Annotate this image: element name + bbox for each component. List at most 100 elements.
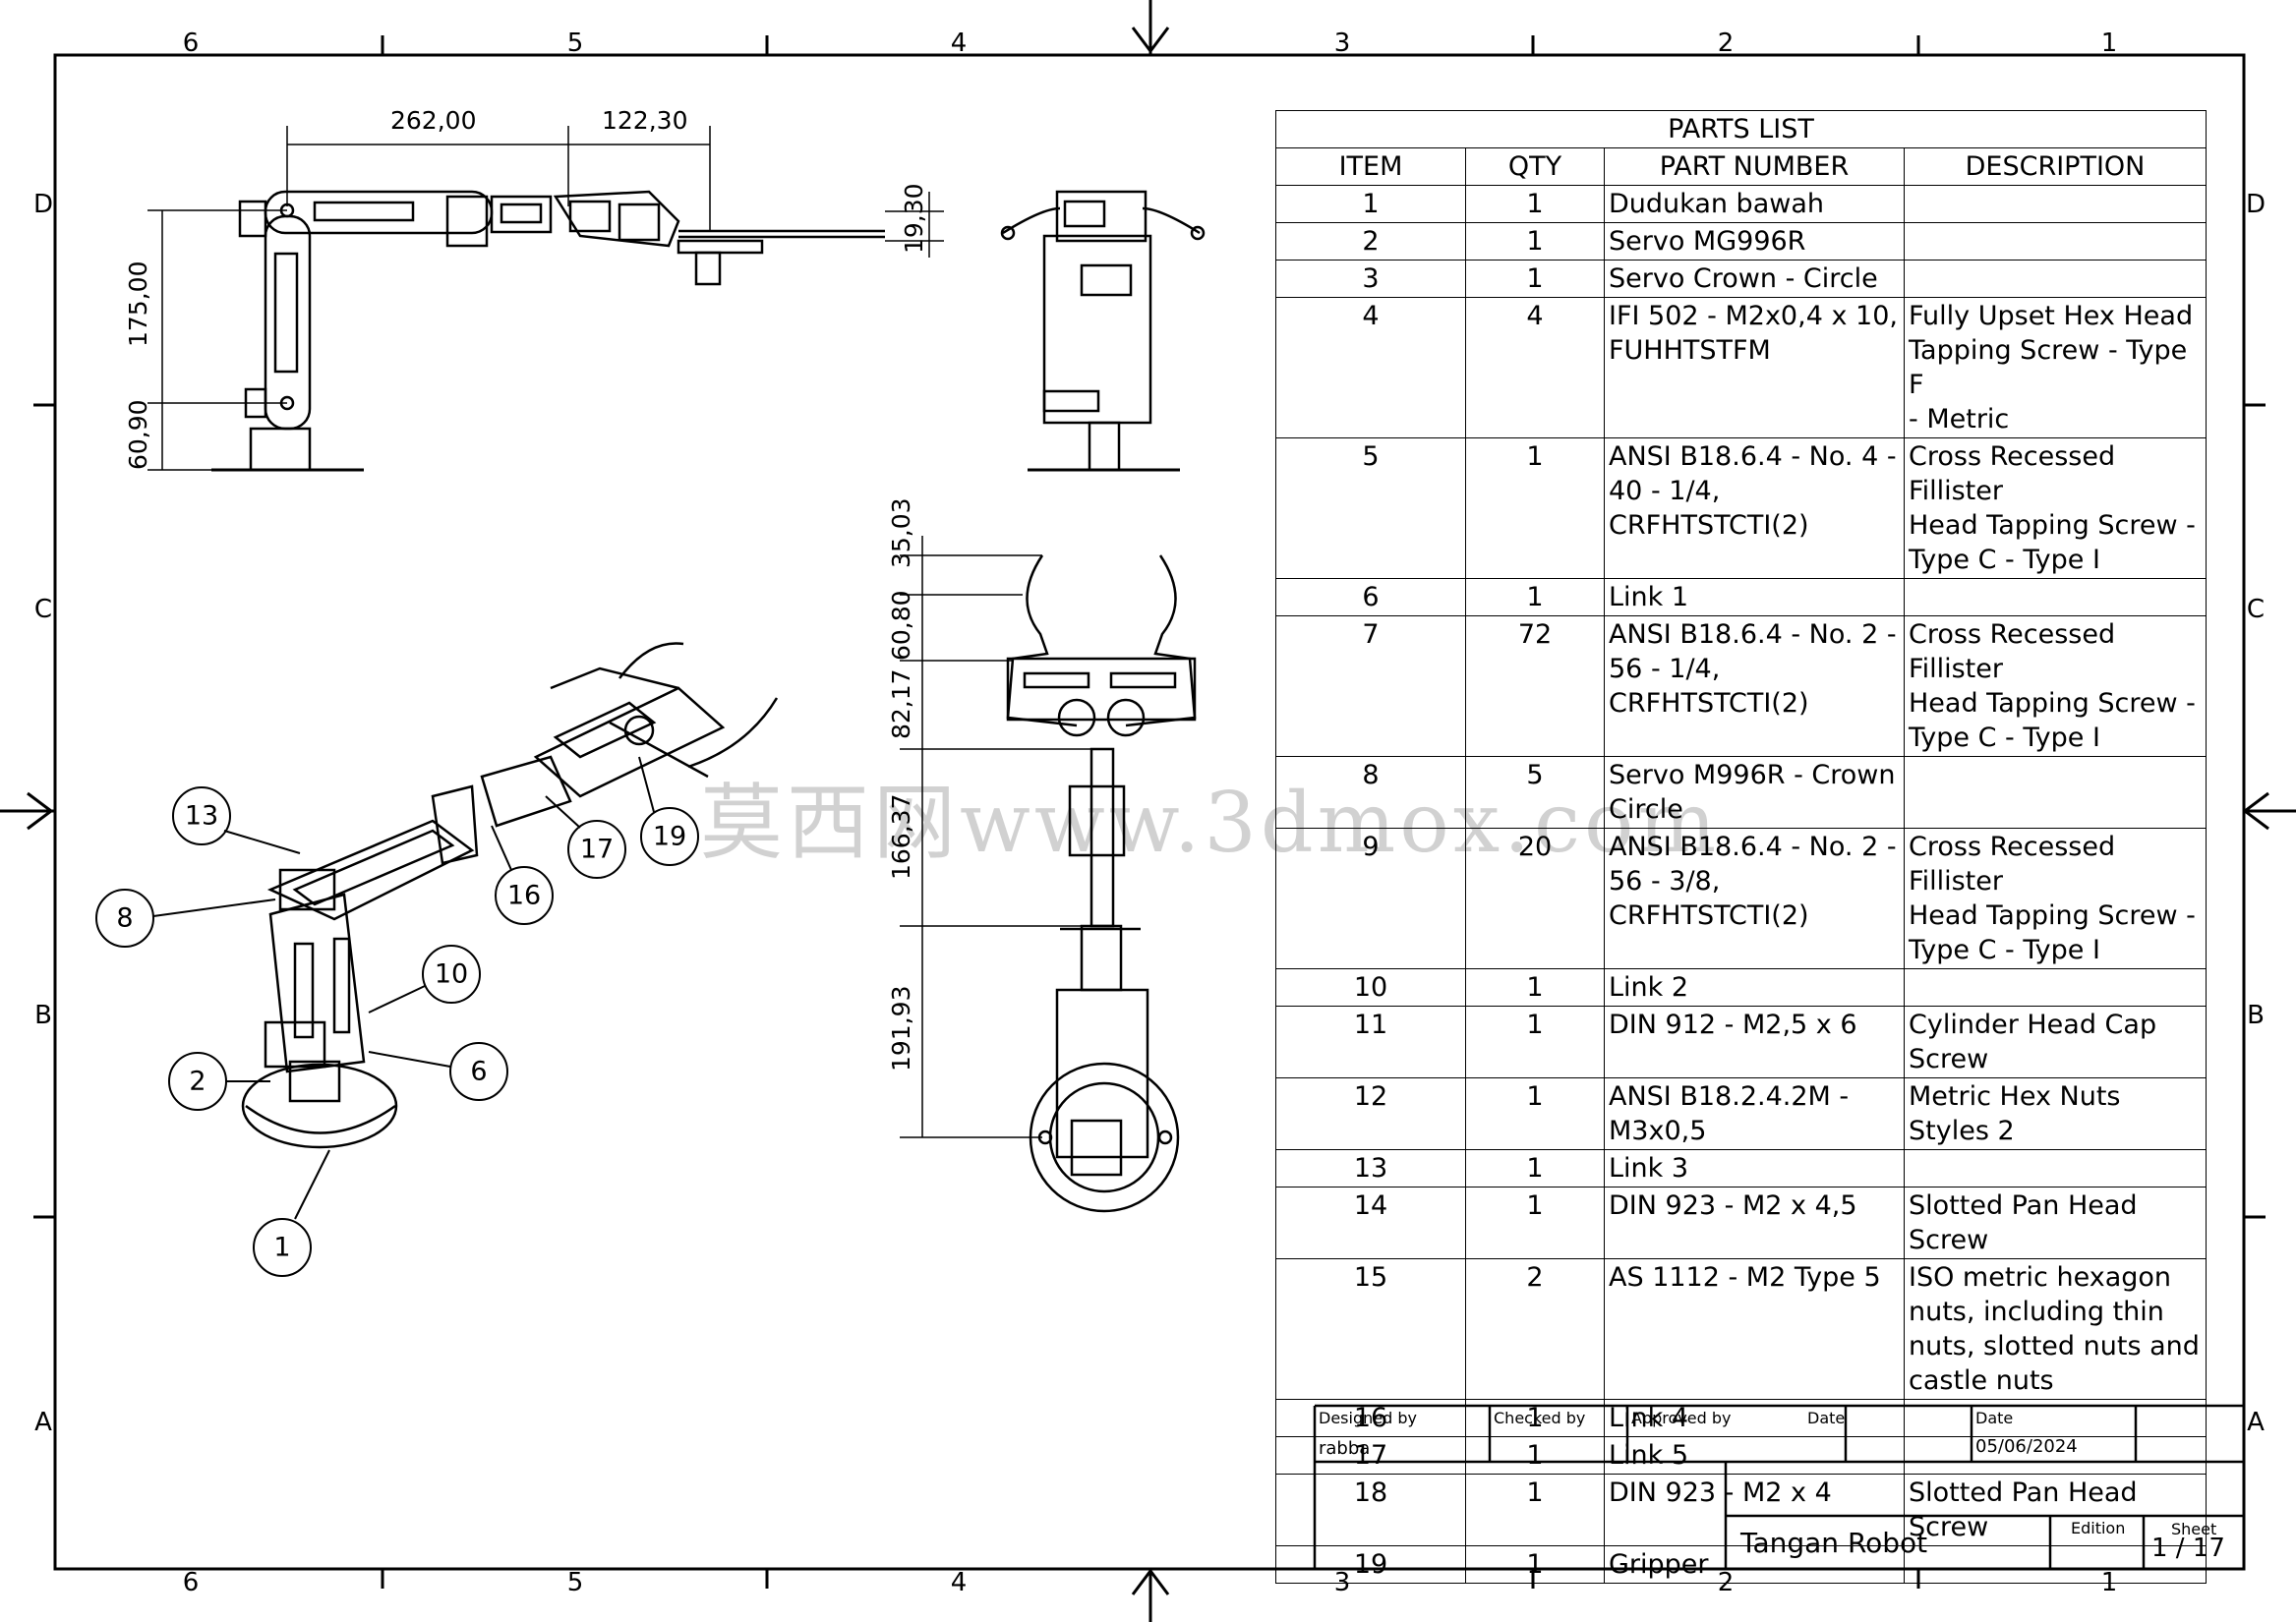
zone-col-1-top: 1 [2100,29,2118,58]
header-part-number: PART NUMBER [1604,147,1905,186]
cell-description [1904,756,2207,829]
cell-item: 9 [1275,828,1466,969]
cell-qty: 1 [1465,1006,1605,1078]
cell-qty: 4 [1465,297,1605,438]
cell-qty: 2 [1465,1258,1605,1400]
balloon-17: 17 [579,834,615,865]
balloon-2: 2 [189,1066,206,1097]
cell-part-number: ANSI B18.6.4 - No. 2 - 56 - 1/4, CRFHTST… [1604,615,1905,757]
date-value: 05/06/2024 [1975,1436,2078,1457]
cell-part-number: Link 1 [1604,578,1905,616]
rear-view-drawing [1006,554,1197,1213]
cell-item: 13 [1275,1149,1466,1188]
cell-qty: 5 [1465,756,1605,829]
cell-qty: 1 [1465,968,1605,1007]
cell-description [1904,1399,2207,1437]
dimension-175: 175,00 [124,261,152,347]
cell-item: 6 [1275,578,1466,616]
cell-item: 3 [1275,260,1466,298]
cell-part-number: Dudukan bawah [1604,185,1905,223]
header-description: DESCRIPTION [1904,147,2207,186]
cell-description: Fully Upset Hex Head Tapping Screw - Typ… [1904,297,2207,438]
cell-item: 7 [1275,615,1466,757]
header-qty: QTY [1465,147,1605,186]
zone-row-b-left: B [34,1001,52,1030]
cell-item: 2 [1275,222,1466,261]
balloon-19: 19 [652,821,687,852]
cell-description: Cross Recessed Fillister Head Tapping Sc… [1904,828,2207,969]
cell-description [1904,1545,2207,1584]
designed-by-label: Designed by [1319,1409,1417,1427]
cell-part-number: Gripper [1604,1545,1905,1584]
cell-description [1904,578,2207,616]
cell-qty: 1 [1465,260,1605,298]
cell-item: 12 [1275,1077,1466,1150]
date-label-approval: Date [1807,1409,1846,1427]
zone-row-d-right: D [2245,190,2267,219]
cell-qty: 1 [1465,1077,1605,1150]
cell-description: Cross Recessed Fillister Head Tapping Sc… [1904,615,2207,757]
front-view-drawing [211,190,885,472]
cell-item: 17 [1275,1436,1466,1475]
dimension-262: 262,00 [390,106,477,135]
balloon-16: 16 [506,880,542,911]
isometric-view-drawing [241,642,779,1149]
cell-part-number: DIN 923 - M2 x 4 [1604,1474,1905,1546]
balloon-6: 6 [470,1056,488,1087]
sheet-label: Sheet [2171,1520,2217,1538]
cell-part-number: DIN 923 - M2 x 4,5 [1604,1187,1905,1259]
cell-qty: 1 [1465,1187,1605,1259]
dimension-60-80: 60,80 [887,590,915,661]
cell-description: Slotted Pan Head Screw [1904,1474,2207,1546]
cell-item: 4 [1275,297,1466,438]
cell-qty: 1 [1465,437,1605,579]
balloon-10: 10 [434,958,469,990]
dimension-82: 82,17 [887,668,915,739]
balloon-1: 1 [273,1232,291,1263]
approved-by-label: Approved by [1631,1409,1732,1427]
cell-part-number: Servo MG996R [1604,222,1905,261]
cell-part-number: DIN 912 - M2,5 x 6 [1604,1006,1905,1078]
cell-qty: 72 [1465,615,1605,757]
cell-description: ISO metric hexagon nuts, including thin … [1904,1258,2207,1400]
dimension-35: 35,03 [887,497,915,568]
cell-part-number: Link 2 [1604,968,1905,1007]
drawing-title: Tangan Robot [1740,1527,1928,1559]
dimension-191: 191,93 [887,985,915,1072]
cell-qty: 1 [1465,578,1605,616]
cell-part-number: ANSI B18.6.4 - No. 2 - 56 - 3/8, CRFHTST… [1604,828,1905,969]
cell-part-number: Link 5 [1604,1436,1905,1475]
side-view-drawing [1000,190,1206,472]
designed-by-value: rabba [1319,1438,1371,1459]
cell-item: 5 [1275,437,1466,579]
dimension-19: 19,30 [900,183,928,254]
cell-item: 18 [1275,1474,1466,1546]
checked-by-label: Checked by [1494,1409,1586,1427]
cell-item: 14 [1275,1187,1466,1259]
zone-row-a-left: A [34,1408,52,1437]
cell-item: 1 [1275,185,1466,223]
cell-description: Slotted Pan Head Screw [1904,1187,2207,1259]
cell-description: Metric Hex Nuts Styles 2 [1904,1077,2207,1150]
cell-item: 19 [1275,1545,1466,1584]
zone-col-6-bottom: 6 [182,1568,200,1597]
zone-col-3-top: 3 [1333,29,1351,58]
cell-part-number: IFI 502 - M2x0,4 x 10, FUHHTSTFM [1604,297,1905,438]
cell-part-number: ANSI B18.6.4 - No. 4 - 40 - 1/4, CRFHTST… [1604,437,1905,579]
balloon-13: 13 [184,800,219,832]
cell-qty: 1 [1465,1436,1605,1475]
cell-item: 11 [1275,1006,1466,1078]
cell-part-number: Servo Crown - Circle [1604,260,1905,298]
parts-list-table: PARTS LIST ITEM QTY PART NUMBER DESCRIPT… [1275,110,2207,1584]
